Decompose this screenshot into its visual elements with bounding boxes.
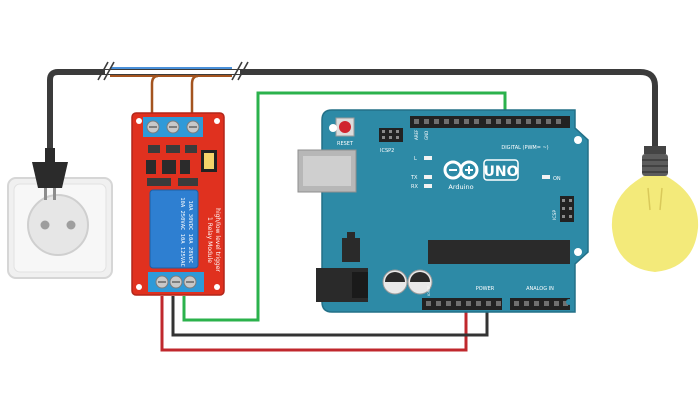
relay-module: 10A 250VAC 10A 125VAC 10A 30VDC 10A 28VD…: [131, 112, 225, 296]
icsp2-label: ICSP2: [380, 148, 394, 154]
ioref-label: IOREF: [427, 286, 431, 296]
aref-label: AREF: [414, 129, 419, 140]
socket-hole-right: [66, 220, 76, 230]
reset-label: RESET: [337, 141, 354, 147]
power-label: POWER: [476, 286, 495, 292]
mains-cable-outer: [47, 69, 658, 153]
led-tx-label: TX: [410, 175, 418, 181]
digital-pins: [414, 119, 561, 124]
wire-vcc-red: [160, 296, 468, 352]
relay-spec-2: 10A 30VDC 10A 28VDC: [187, 201, 193, 264]
bulb-glass: [611, 176, 699, 272]
socket-hole-left: [40, 220, 50, 230]
wall-socket: [7, 177, 113, 279]
led-l-label: L: [414, 156, 417, 162]
arduino-logo: UNO Arduino: [443, 159, 519, 191]
uno-logo-text: UNO: [484, 164, 519, 180]
analog-label: ANALOG IN: [526, 286, 554, 292]
mains-cable: [47, 61, 658, 153]
led-rx-label: RX: [411, 184, 418, 190]
relay-block: [149, 189, 199, 269]
digital-label: DIGITAL (PWM= ~): [501, 145, 548, 151]
wire-signal-green: [182, 91, 507, 322]
arduino-brand: Arduino: [448, 183, 473, 191]
cable-break-right: [231, 61, 243, 81]
arduino-uno-board: RESET ICSP2 AREF GND DIGITAL (PWM= ~) L …: [297, 109, 589, 313]
signal-wires: [160, 91, 507, 352]
relay-title: 1 Relay Module: [206, 217, 213, 263]
icsp-label: ICSP: [552, 210, 558, 220]
reset-button: [339, 121, 351, 133]
light-bulb: [611, 146, 699, 272]
gnd-label-top: GND: [424, 131, 429, 140]
on-label: ON: [553, 176, 561, 182]
power-header: [422, 298, 502, 310]
power-plug: [32, 148, 68, 200]
wire-gnd-black: [171, 296, 489, 337]
atmega-chip: [428, 240, 570, 264]
relay-no-wire: [190, 74, 199, 120]
cable-break-left: [97, 61, 109, 81]
relay-com-wire: [150, 74, 159, 120]
relay-subtitle: high/low level trigger: [214, 208, 221, 272]
relay-spec-1: 10A 250VAC 10A 125VAC: [179, 197, 185, 267]
